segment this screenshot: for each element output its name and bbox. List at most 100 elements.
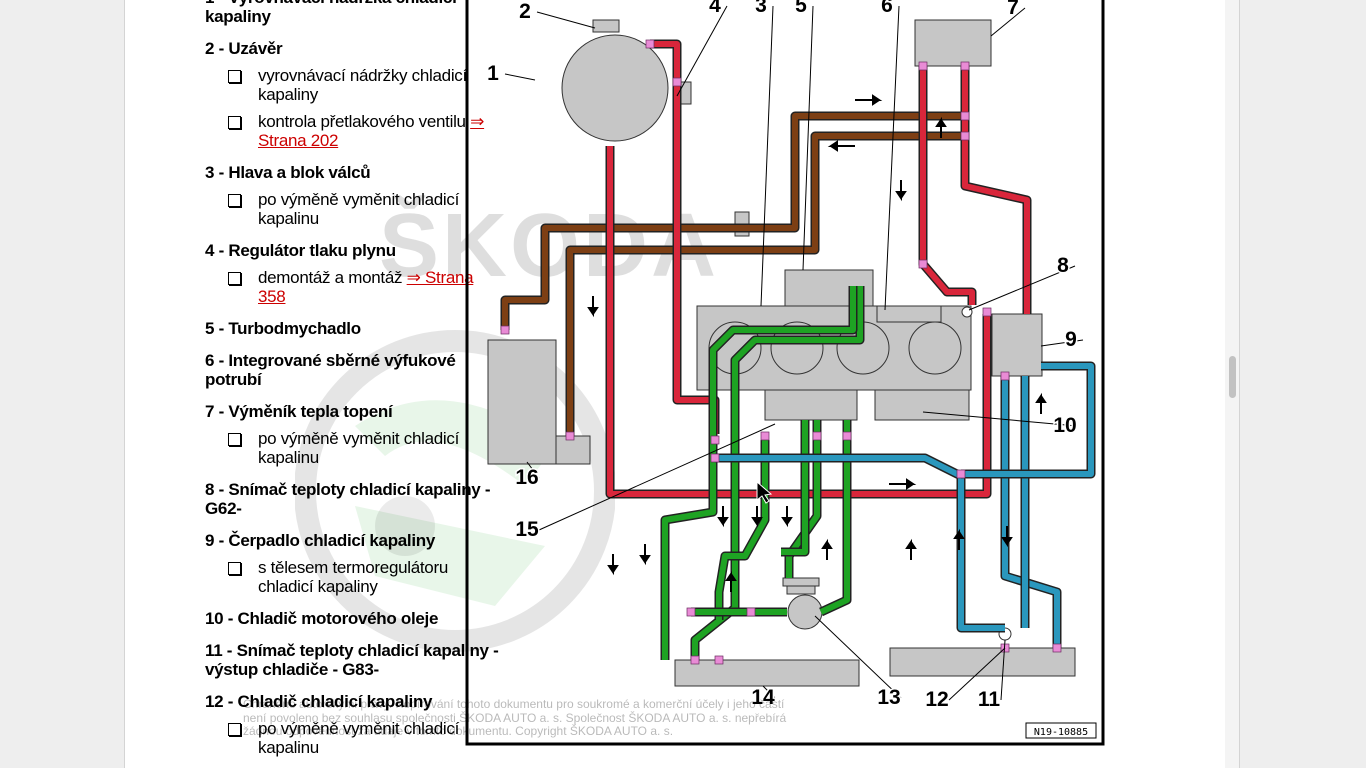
legend-item-title: 10 - Chladič motorového oleje bbox=[205, 609, 439, 628]
flow-arrow bbox=[1001, 526, 1013, 548]
flow-arrow bbox=[781, 506, 793, 528]
pipe-connector bbox=[918, 61, 928, 71]
legend-item-title: 3 - Hlava a blok válců bbox=[205, 163, 371, 182]
legend-subitem: po výměně vyměnit chladicí kapalinu bbox=[205, 719, 505, 757]
pipe-connector bbox=[690, 655, 700, 665]
legend-subitem-text: kontrola přetlakového ventilu bbox=[258, 112, 471, 131]
flow-arrow bbox=[953, 528, 965, 550]
flow-arrow bbox=[639, 544, 651, 566]
flow-arrow bbox=[895, 180, 907, 202]
label-leader-line bbox=[1000, 639, 1006, 701]
red-pipe-heater-supply bbox=[920, 66, 975, 305]
red-pipe-heater-return bbox=[962, 66, 1030, 314]
flow-arrow bbox=[827, 140, 855, 152]
diagram-code: N19-10885 bbox=[1034, 727, 1088, 738]
legend-item-title: 5 - Turbodmychadlo bbox=[205, 319, 361, 338]
coolant-pump-13 bbox=[787, 594, 823, 630]
flow-arrow bbox=[725, 570, 737, 592]
coolant-pump-9 bbox=[991, 313, 1043, 377]
cylinder-4 bbox=[908, 321, 962, 375]
valve-13-body bbox=[786, 585, 816, 595]
label-leader-line bbox=[922, 411, 1078, 427]
scrollbar-thumb[interactable] bbox=[1229, 356, 1236, 398]
legend-item: 11 - Snímač teploty chladicí kapaliny - … bbox=[205, 641, 505, 679]
diagram-label: 10 bbox=[1053, 414, 1076, 437]
document-page: ŠKODA 1 - Vyrovnávací nádržka chladicí k… bbox=[124, 0, 1240, 768]
valve-13-top bbox=[782, 577, 820, 587]
legend-item: 3 - Hlava a blok válců po výměně vyměnit … bbox=[205, 163, 505, 228]
flow-arrow bbox=[821, 538, 833, 560]
scrollbar[interactable] bbox=[1225, 0, 1239, 768]
diagram-code-box bbox=[1025, 722, 1097, 739]
label-leader-line bbox=[948, 647, 1006, 701]
label-leader-line bbox=[526, 461, 540, 479]
engine-block-lower bbox=[764, 389, 858, 421]
flow-arrow bbox=[905, 538, 917, 560]
pipe-connector bbox=[672, 77, 682, 87]
blue-pipe-4 bbox=[961, 363, 1094, 477]
pipe-connector bbox=[812, 431, 822, 441]
label-leader-line bbox=[762, 685, 776, 699]
pipe-connector bbox=[918, 259, 928, 269]
pipe-connector bbox=[956, 469, 966, 479]
blue-pipe-2-outline bbox=[1000, 376, 1062, 648]
flow-arrow bbox=[889, 478, 917, 490]
green-pipe-5-outline bbox=[781, 420, 810, 557]
red-pipe-main bbox=[607, 146, 990, 497]
diagram-label: 7 bbox=[1007, 0, 1019, 19]
legend-item-title: 9 - Čerpadlo chladicí kapaliny bbox=[205, 531, 436, 550]
page-reference-link[interactable]: ⇒ Strana 202 bbox=[258, 112, 485, 150]
legend-item-title: 12 - Chladič chladicí kapaliny bbox=[205, 692, 433, 711]
diagram-label: 11 bbox=[978, 688, 1001, 711]
diagram-label: 14 bbox=[751, 686, 775, 709]
pipe-connector bbox=[686, 607, 696, 617]
flow-arrow bbox=[587, 296, 599, 318]
legend-item-title: 1 - Vyrovnávací nádržka chladicí kapalin… bbox=[205, 0, 457, 26]
legend-subitem: vyrovnávací nádržky chladicí kapaliny bbox=[205, 66, 505, 104]
page-reference-link[interactable]: ⇒ Strana 358 bbox=[258, 268, 474, 306]
radiator-14 bbox=[674, 659, 860, 687]
legend-item: 10 - Chladič motorového oleje bbox=[205, 609, 505, 628]
diagram-label: 16 bbox=[515, 466, 538, 489]
pipe-connector bbox=[1052, 643, 1062, 653]
diagram-label: 3 bbox=[755, 0, 767, 17]
pipe-connector bbox=[710, 435, 720, 445]
diagram-label: 12 bbox=[925, 688, 948, 711]
exhaust-manifold-6 bbox=[876, 305, 942, 323]
pipe-connector bbox=[565, 431, 575, 441]
flow-arrow bbox=[717, 506, 729, 528]
green-pipe-5 bbox=[781, 420, 808, 555]
diagram-frame bbox=[465, 0, 1105, 746]
legend-item: 12 - Chladič chladicí kapaliny po výměně … bbox=[205, 692, 505, 757]
diagram-label: 2 bbox=[519, 0, 531, 23]
legend-item-title: 4 - Regulátor tlaku plynu bbox=[205, 241, 396, 260]
brown-pipe-outer bbox=[502, 113, 965, 330]
label-leader-line bbox=[504, 73, 536, 81]
label-leader-line bbox=[760, 5, 774, 307]
label-leader-line bbox=[538, 423, 776, 531]
legend-item-title: 8 - Snímač teploty chladicí kapaliny - G… bbox=[205, 480, 491, 518]
diagram-label: 15 bbox=[515, 518, 539, 541]
diagram-label: 9 bbox=[1065, 328, 1077, 351]
blue-pipe-2 bbox=[1002, 376, 1060, 648]
green-pipe-6-outline bbox=[819, 420, 852, 617]
label-leader-line bbox=[884, 5, 900, 311]
legend-item: 1 - Vyrovnávací nádržka chladicí kapalin… bbox=[205, 0, 505, 26]
legend-subitem-text: po výměně vyměnit chladicí kapalinu bbox=[258, 190, 460, 228]
legend-item-title: 11 - Snímač teploty chladicí kapaliny - … bbox=[205, 641, 499, 679]
legend-subitem: kontrola přetlakového ventilu ⇒ Strana 2… bbox=[205, 112, 505, 150]
green-pipe-2 bbox=[662, 286, 856, 660]
pipe-connector bbox=[645, 39, 655, 49]
oil-cooler-10 bbox=[874, 389, 970, 421]
flow-arrow bbox=[1035, 392, 1047, 414]
legend-item: 6 - Integrované sběrné výfukové potrubí bbox=[205, 351, 505, 389]
legend-item-title: 6 - Integrované sběrné výfukové potrubí bbox=[205, 351, 456, 389]
diagram-label: 6 bbox=[881, 0, 893, 17]
label-leader-line bbox=[990, 7, 1026, 37]
heater-core-7 bbox=[914, 19, 992, 67]
green-pipe-6 bbox=[819, 420, 850, 615]
pipe-connector bbox=[760, 431, 770, 441]
flow-arrow bbox=[751, 506, 763, 528]
